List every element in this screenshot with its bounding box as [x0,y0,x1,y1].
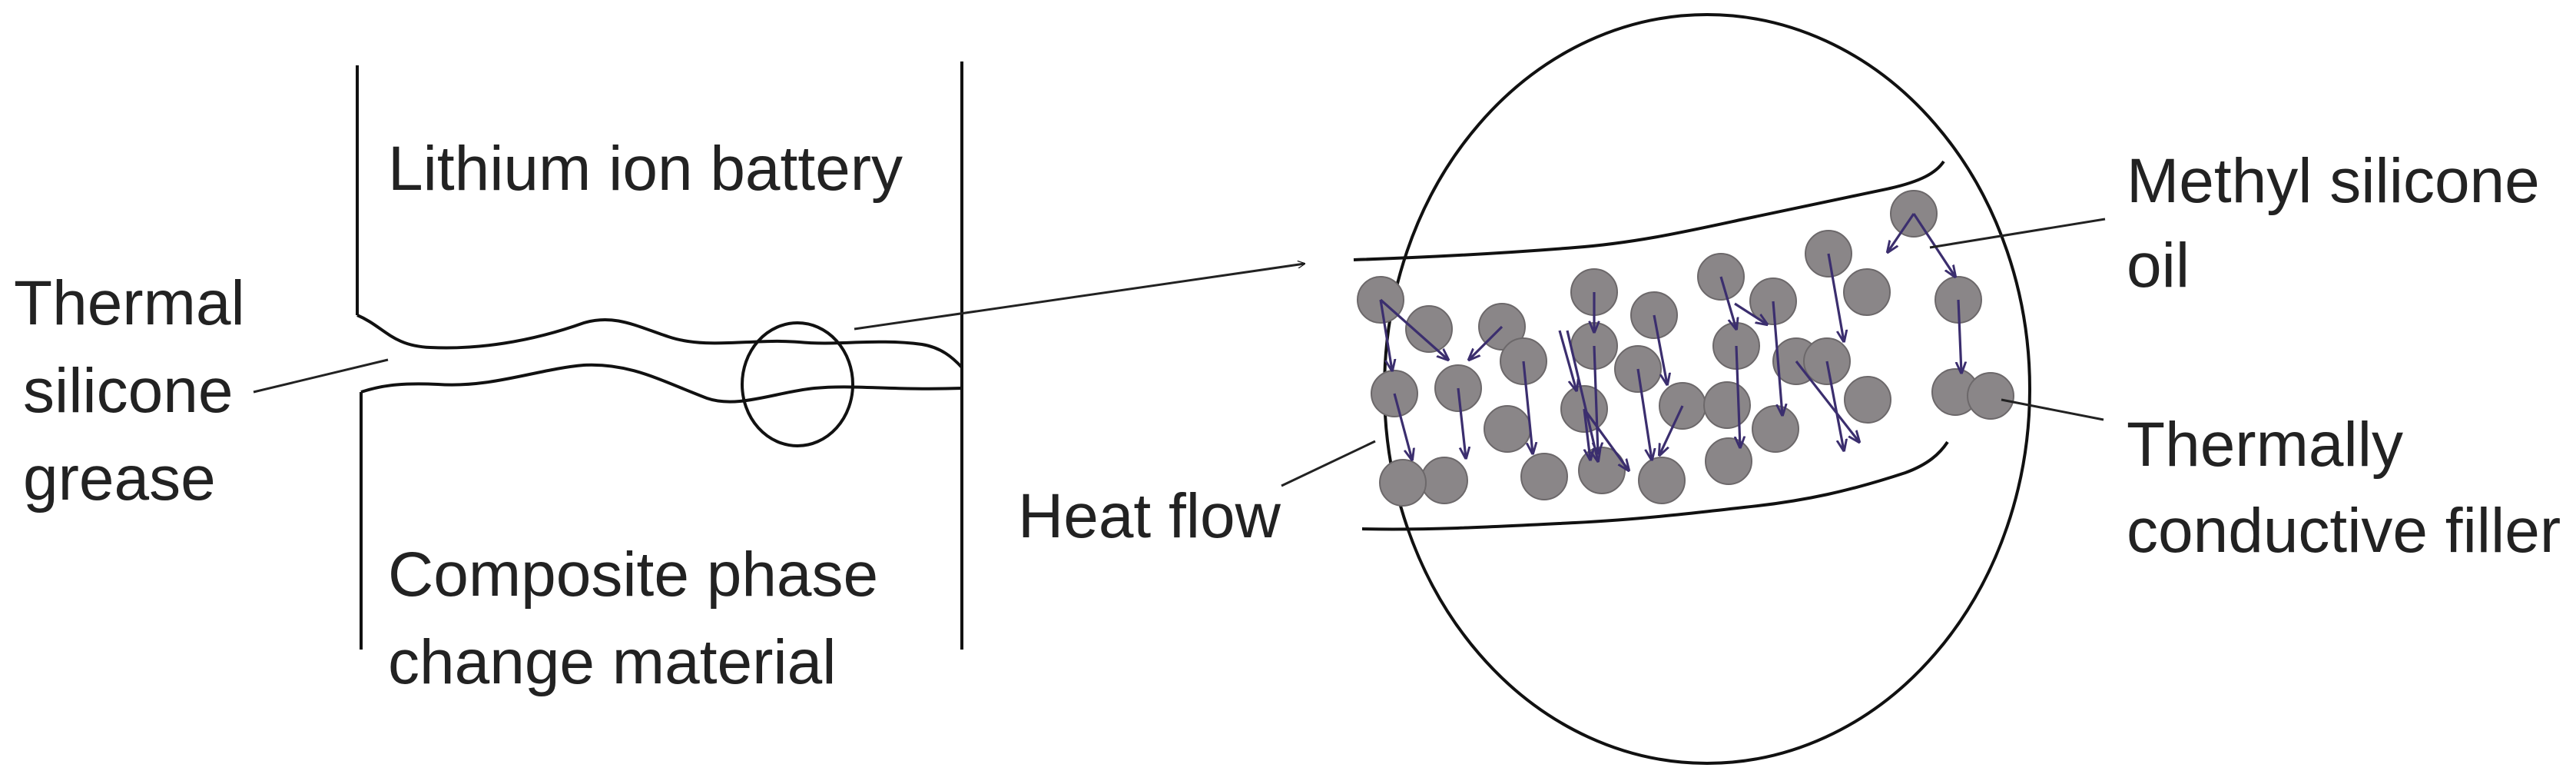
heat-flow-arrow [1958,299,1961,373]
filler-particle [1484,405,1531,453]
layer-stack [356,61,963,650]
filler-particle [1705,437,1752,485]
label-thermal-silicone-grease: Thermal silicone grease [14,268,263,513]
heat-flow-arrows [1379,213,1961,470]
heat-flow-arrow [1522,361,1533,454]
heat-flow-arrow [1594,345,1598,454]
label-thermally-conductive-filler: Thermally conductive filler [2127,410,2561,566]
grease-leader-line [253,358,389,394]
heat-flow-arrow [1457,387,1466,458]
label-methyl-silicone-oil: Methyl silicone oil [2127,146,2558,301]
label-composite-pcm: Composite phase change material [388,540,896,697]
filler-particles [1357,190,2014,507]
filler-particle [1421,457,1468,504]
heat-flow-arrow [1719,276,1736,329]
filler-particle [1638,457,1686,504]
pcm-surface [360,363,963,404]
heat-flow-arrow [1379,298,1448,360]
filler-particle [1967,372,2014,420]
filler-particle [1520,453,1568,500]
heat-flow-arrow [1583,408,1629,470]
heat-flow-arrow [1912,213,1955,277]
magnify-arrow [854,264,1305,331]
heat-flow-arrow [1583,408,1590,460]
battery-surface [356,314,963,369]
oil-leader-line [1929,218,2106,249]
heat-flow-arrow [1653,314,1667,384]
heat-flow-leader-line [1281,440,1376,487]
heat-flow-arrow [1469,325,1503,360]
heat-flow-arrow [1558,330,1576,390]
filler-particle [1843,268,1891,316]
label-heat-flow: Heat flow [1018,481,1281,551]
filler-particle [1703,381,1751,429]
heat-flow-arrow [1393,393,1412,460]
heat-flow-arrow [1379,299,1392,371]
heat-flow-arrow [1636,368,1652,460]
filler-particle [1379,459,1427,507]
heat-flow-arrow [1772,301,1782,415]
filler-leader-line [2001,398,2104,421]
heat-flow-arrow [1888,213,1915,252]
heat-flow-arrow [1795,361,1859,442]
zoom-circle [741,321,854,447]
heat-flow-arrow [1825,361,1844,450]
band-bottom-boundary [1361,440,1949,531]
heat-flow-arrow [1736,345,1740,447]
filler-particle [1405,305,1453,353]
heat-flow-arrow [1659,405,1684,455]
heat-flow-arrow [1827,253,1844,341]
filler-particle [1844,376,1891,424]
band-top-boundary [1353,160,1945,261]
label-lithium-ion-battery: Lithium ion battery [388,134,903,204]
heat-flow-arrow [1734,302,1767,324]
filler-particle [1752,405,1799,453]
heat-flow-arrow [1566,330,1598,461]
